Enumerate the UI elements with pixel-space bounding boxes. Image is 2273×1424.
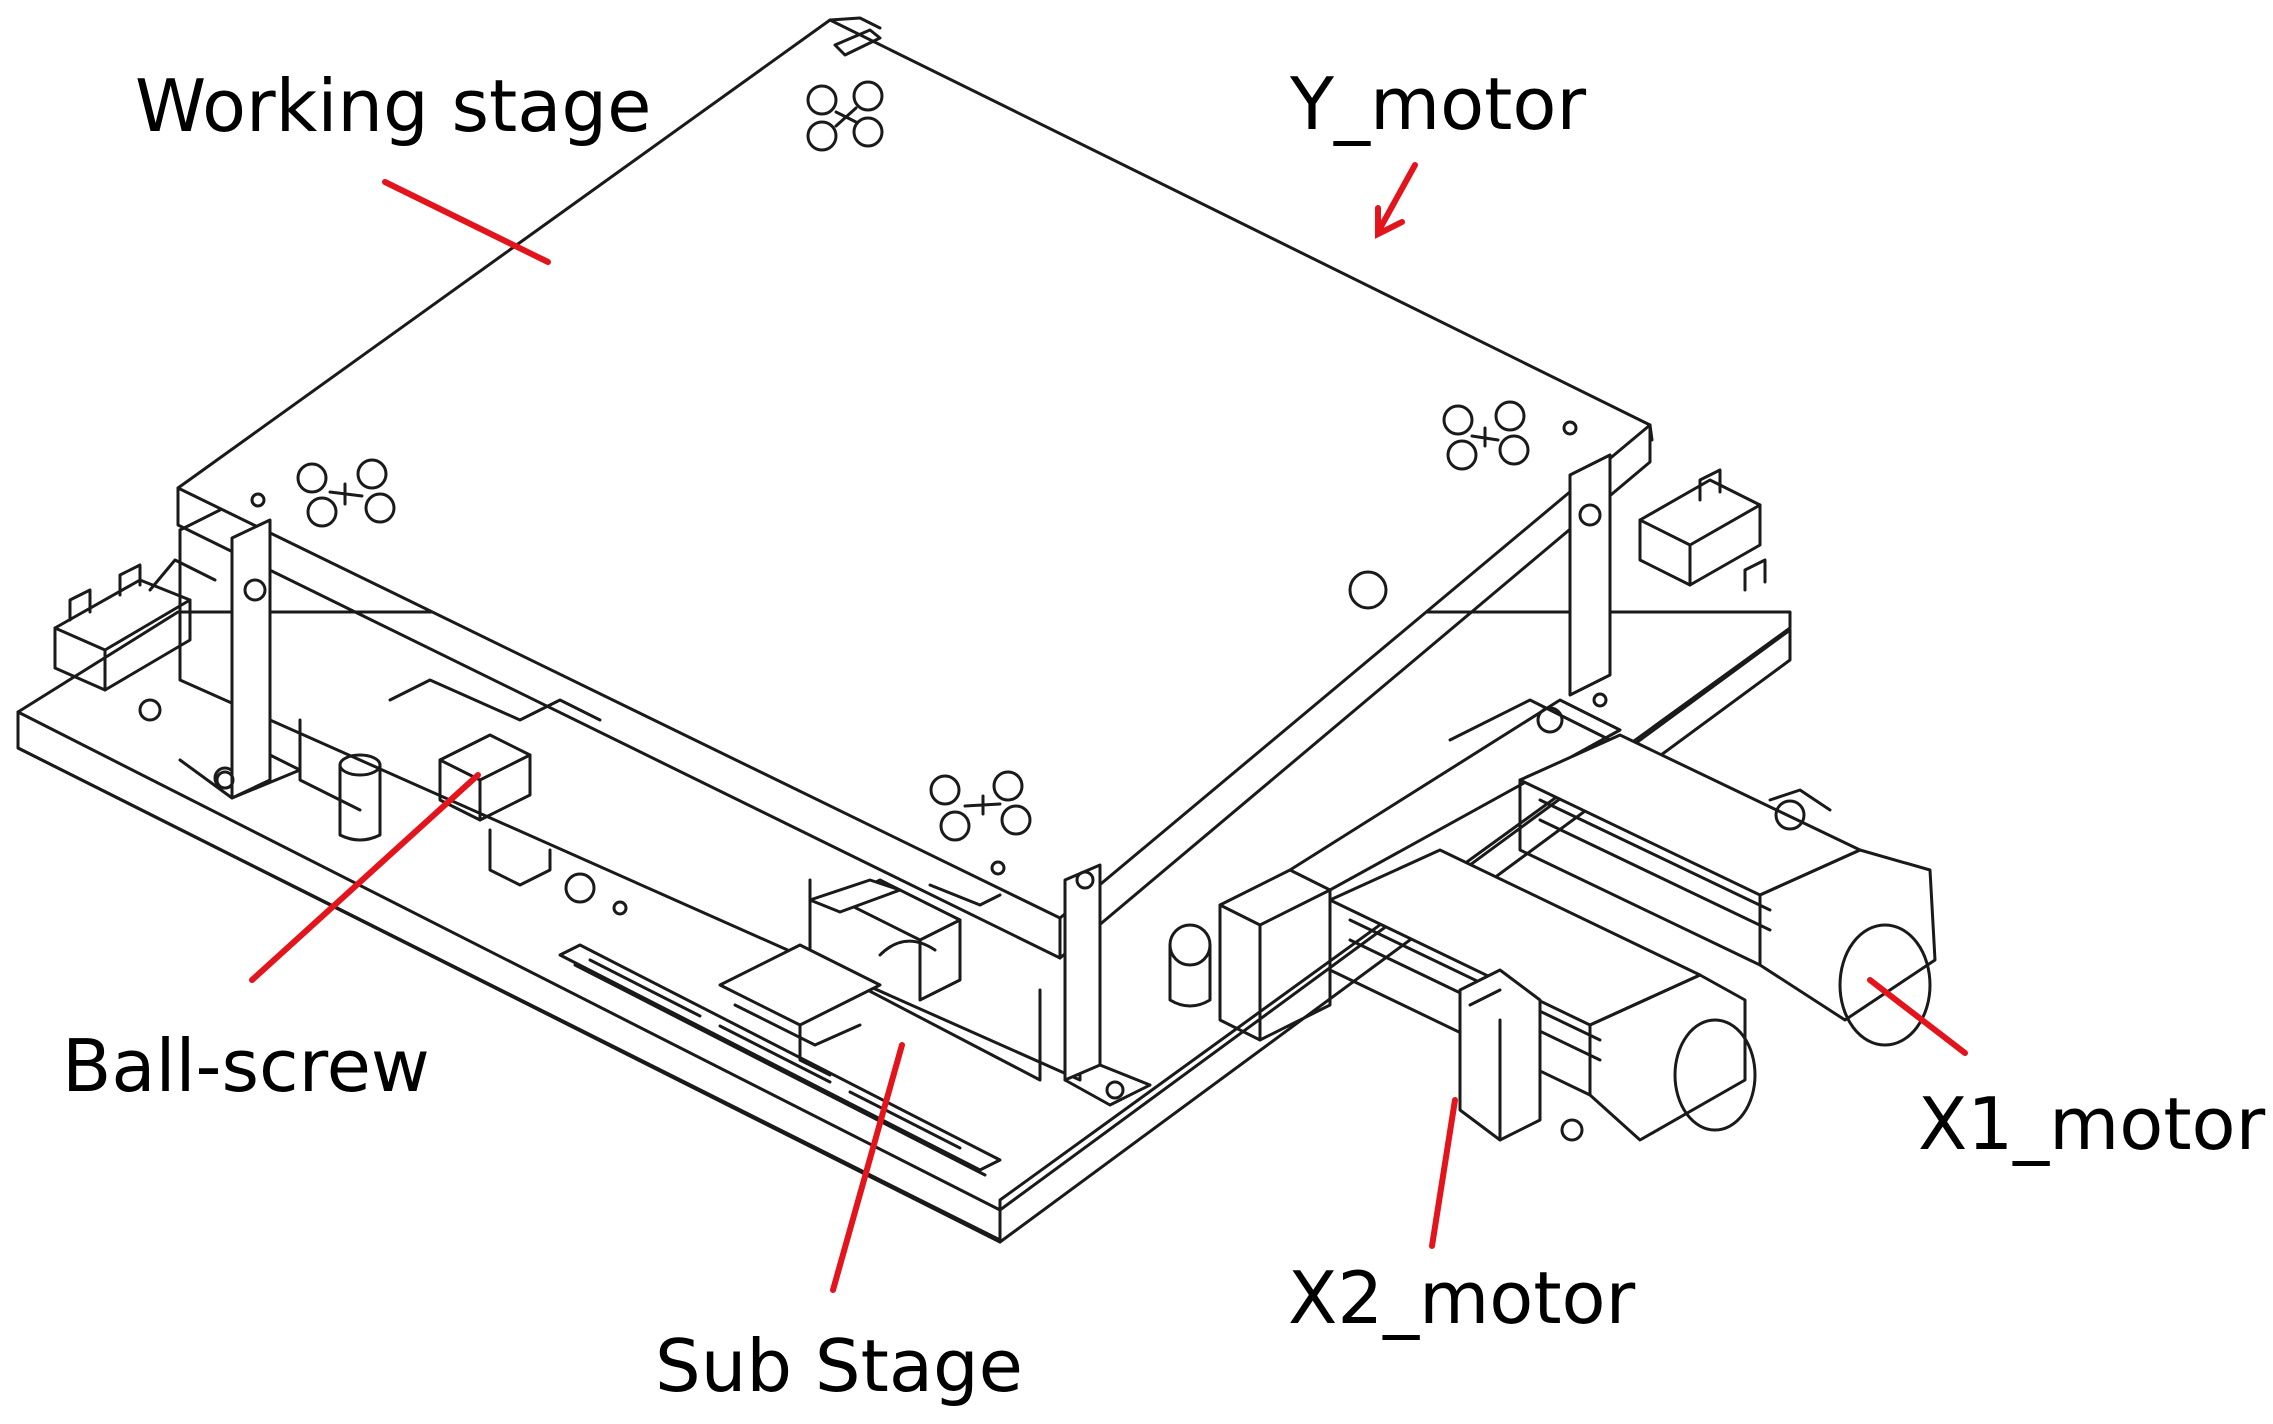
ball-screw-leader bbox=[249, 772, 481, 983]
x1-motor bbox=[1518, 733, 1937, 1047]
sub-stage-front bbox=[808, 878, 1002, 957]
hole-pattern bbox=[296, 458, 396, 528]
right-rail bbox=[1638, 468, 1767, 592]
x1-motor-leader bbox=[1867, 977, 1968, 1056]
working-stage-label: Working stage bbox=[135, 64, 652, 148]
working-stage-leader bbox=[382, 179, 551, 265]
motor-mount bbox=[1168, 698, 1622, 1042]
ball-screw-block bbox=[298, 678, 602, 887]
left-rail bbox=[53, 558, 217, 692]
bracket-center bbox=[1063, 863, 1152, 1107]
bracket-left bbox=[178, 518, 302, 800]
y-motor-arrow bbox=[1375, 162, 1418, 239]
ball-screw-label: Ball-screw bbox=[62, 1024, 430, 1108]
sub-stage-label: Sub Stage bbox=[655, 1324, 1023, 1408]
sub-stage-leader bbox=[830, 1042, 905, 1293]
x2-motor-leader bbox=[1429, 1097, 1458, 1249]
hole-pattern bbox=[929, 770, 1032, 842]
working-stage-plate bbox=[176, 16, 1654, 960]
front-linear-guide bbox=[558, 943, 1002, 1177]
x2-motor-label: X2_motor bbox=[1288, 1256, 1636, 1340]
x1-motor-label: X1_motor bbox=[1918, 1082, 2266, 1166]
x2-motor bbox=[1328, 848, 1757, 1142]
hole-pattern bbox=[806, 80, 884, 152]
bracket-right bbox=[1568, 453, 1612, 697]
y-motor-label: Y_motor bbox=[1290, 62, 1587, 146]
hole-pattern bbox=[1442, 400, 1530, 471]
